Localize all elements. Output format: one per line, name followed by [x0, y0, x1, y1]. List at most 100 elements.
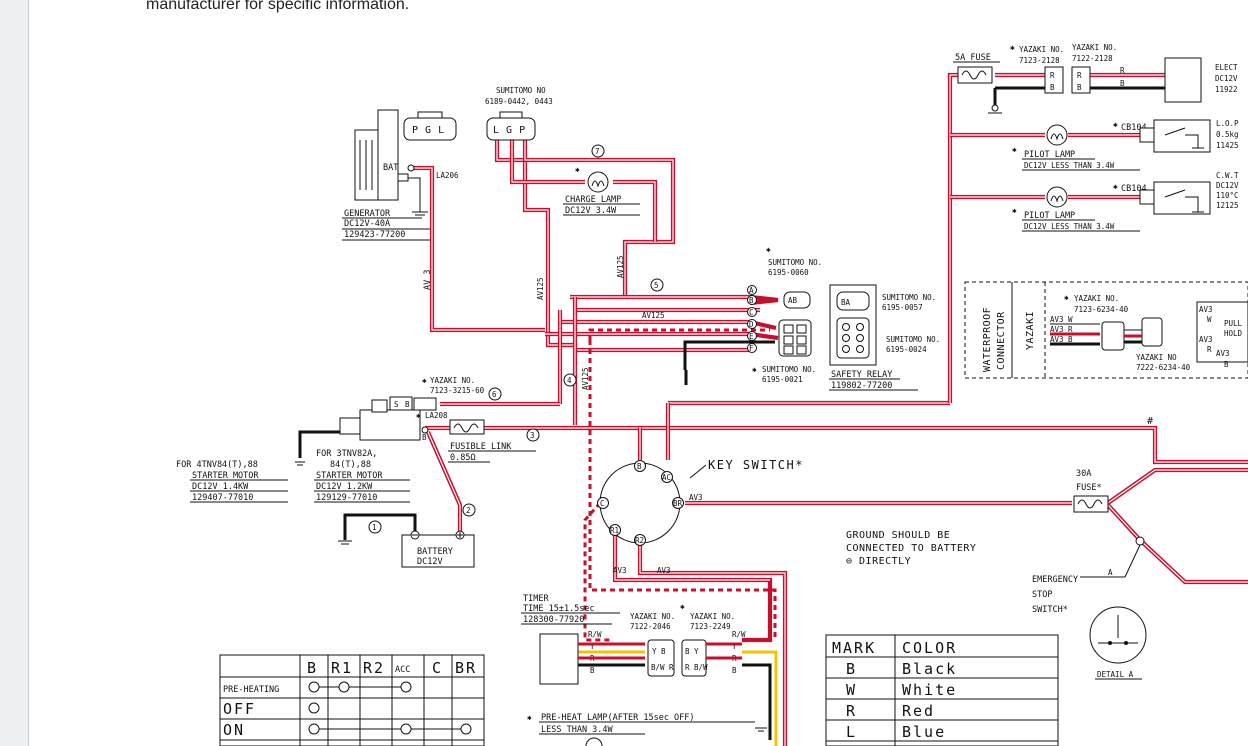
wp-right-5: R: [1207, 345, 1212, 354]
pilot-a-cb: CB104: [1121, 123, 1147, 133]
sumitomo-mid-maker-c: SUMITOMO NO.: [886, 335, 940, 344]
sw-row-preheating: PRE-HEATING: [223, 685, 279, 695]
fusible-link-name: FUSIBLE LINK: [450, 442, 512, 452]
svg-text:S: S: [394, 400, 399, 409]
sw-th-r2: R2: [363, 659, 385, 677]
sw-th-c: C: [432, 659, 443, 677]
sw-row-on: ON: [223, 721, 245, 739]
starter-a-part: 129407-77010: [192, 493, 253, 503]
generator-bat: BAT: [383, 163, 398, 173]
switch-table: B R1 R2 ACC C BR PRE-HEATING OFF ON: [219, 654, 485, 746]
starter-b-name: STARTER MOTOR: [316, 471, 383, 481]
key-term-ac: AC: [662, 473, 671, 482]
yazaki-timer-maker-b: YAZAKI NO.: [690, 612, 735, 621]
emergency-stop: EMERGENCY STOP SWITCH* A DETAIL A: [1032, 536, 1147, 680]
svg-text:✱: ✱: [527, 713, 532, 722]
dashed-wiring: [583, 328, 777, 642]
waterproof-wire-b: AV3 B: [1050, 335, 1073, 344]
yazaki-top-wire-b: B: [1120, 79, 1125, 88]
wp-right-4: AV3: [1199, 335, 1213, 344]
fusible-link-spec: 0.85Ω: [450, 453, 476, 463]
key-term-c: C: [600, 499, 605, 508]
pilot-b-name: PILOT LAMP: [1024, 211, 1075, 221]
wire-av125-d: AV125: [581, 367, 590, 390]
emergency-l3: SWITCH*: [1032, 605, 1068, 615]
ct-color-black: Black: [902, 660, 957, 678]
generator: P G L BAT LA206 GENERATOR DC12V-40A 1294…: [342, 109, 459, 241]
svg-text:✱: ✱: [422, 376, 427, 385]
svg-text:✱: ✱: [766, 245, 771, 254]
generator-wire: LA206: [436, 171, 459, 180]
pilot-a-spec: DC12V LESS THAN 3.4W: [1024, 161, 1115, 170]
charge-lamp-spec: DC12V 3.4W: [565, 206, 617, 216]
waterproof-wire-w: AV3 W: [1050, 315, 1073, 324]
generator-spec: DC12V-40A: [344, 219, 390, 229]
ground-note: GROUND SHOULD BE CONNECTED TO BATTERY ⊖ …: [846, 530, 976, 567]
wp-right-7: B: [1224, 360, 1229, 369]
pilot-a-side2: 0.5kg: [1216, 130, 1239, 139]
sumitomo-top-maker: SUMITOMO NO: [496, 86, 546, 95]
emergency-a: A: [1108, 568, 1113, 577]
preheat-note: ✱ PRE-HEAT LAMP(AFTER 15sec OFF) LESS TH…: [527, 713, 755, 746]
wire-av125-a: AV125: [536, 277, 545, 300]
sumitomo-mid-part-b: 6195-0057: [882, 303, 923, 312]
pilot-a-name: PILOT LAMP: [1024, 150, 1075, 160]
timer-time: TIME 15±1.5sec: [523, 604, 595, 614]
yazaki-top-pin-b2: B: [1077, 83, 1082, 92]
svg-text:B: B: [405, 400, 410, 409]
sumitomo-mid-part-a: 6195-0060: [768, 268, 809, 277]
ct-th-color: COLOR: [902, 639, 957, 657]
key-switch-name: KEY SWITCH*: [708, 458, 804, 472]
sumitomo-mid-maker-a: SUMITOMO NO.: [768, 258, 822, 267]
yazaki-timer-part-a: 7122-2046: [630, 622, 671, 631]
pin-c: C: [749, 308, 754, 317]
sw-th-r1: R1: [331, 659, 353, 677]
pin-e: E: [749, 332, 754, 341]
ground-note-2: CONNECTED TO BATTERY: [846, 543, 976, 554]
yazaki-top-maker-b: YAZAKI NO.: [1072, 43, 1117, 52]
pilot-b-side1: C.W.T: [1216, 171, 1239, 180]
preheat-text: PRE-HEAT LAMP(AFTER 15sec OFF): [541, 713, 695, 723]
pilot-lamp-b: ✱ PILOT LAMP DC12V LESS THAN 3.4W ✱ CB10…: [1012, 171, 1239, 232]
generator-part: 129423-77200: [344, 230, 405, 240]
starter-b-part: 129129-77010: [316, 493, 377, 503]
circle-num-6: 6: [492, 390, 497, 399]
svg-text:BA: BA: [841, 298, 851, 307]
circle-num-3: 3: [530, 431, 535, 440]
ct-th-mark: MARK: [832, 639, 876, 657]
yazaki-wire-r-y: Y: [732, 642, 737, 651]
timer-wire-y: Y: [590, 642, 595, 651]
key-term-b: B: [637, 462, 642, 471]
yazaki-starter-maker: YAZAKI NO.: [430, 376, 475, 385]
battery-spec: DC12V: [417, 557, 443, 567]
yazaki-top-maker-a: YAZAKI NO.: [1019, 45, 1064, 54]
svg-text:✱: ✱: [1113, 120, 1118, 129]
svg-text:✱: ✱: [752, 365, 757, 374]
timer-wire-b: B: [590, 666, 595, 675]
waterproof-maker2: YAZAKI NO: [1136, 353, 1177, 362]
yazaki-timer-pins-l2: B/W R: [651, 663, 674, 672]
pin-a: A: [749, 286, 754, 295]
fuse-30a: 30A FUSE*: [1073, 469, 1109, 513]
sumitomo-mid-part-c: 6195-0024: [886, 345, 927, 354]
starter-a-name: STARTER MOTOR: [192, 471, 259, 481]
wp-right-6: AV3: [1216, 349, 1230, 358]
pilot-a-side3: 11425: [1216, 141, 1239, 150]
ct-color-blue: Blue: [902, 723, 946, 741]
svg-text:✱: ✱: [1012, 145, 1017, 154]
fuse-5a: 5A FUSE: [953, 53, 1002, 114]
elect-l2: DC12V: [1215, 74, 1238, 83]
yazaki-top-pin-b: B: [1050, 83, 1055, 92]
yazaki-starter-la: LA208: [425, 411, 448, 420]
pilot-b-side3: 110°C: [1216, 191, 1239, 200]
key-term-r1: R1: [610, 526, 619, 535]
starter-a-for: FOR 4TNV84(T),88: [176, 460, 258, 470]
battery-name: BATTERY: [417, 547, 453, 557]
wp-right-2: PULL: [1224, 319, 1243, 328]
circle-num-4: 4: [567, 376, 572, 385]
elect-l3: 11922: [1215, 85, 1238, 94]
waterproof-wire-r: AV3 R: [1050, 325, 1073, 334]
battery: BATTERY DC12V: [338, 530, 475, 568]
wire-av125-c: AV125: [642, 311, 665, 320]
